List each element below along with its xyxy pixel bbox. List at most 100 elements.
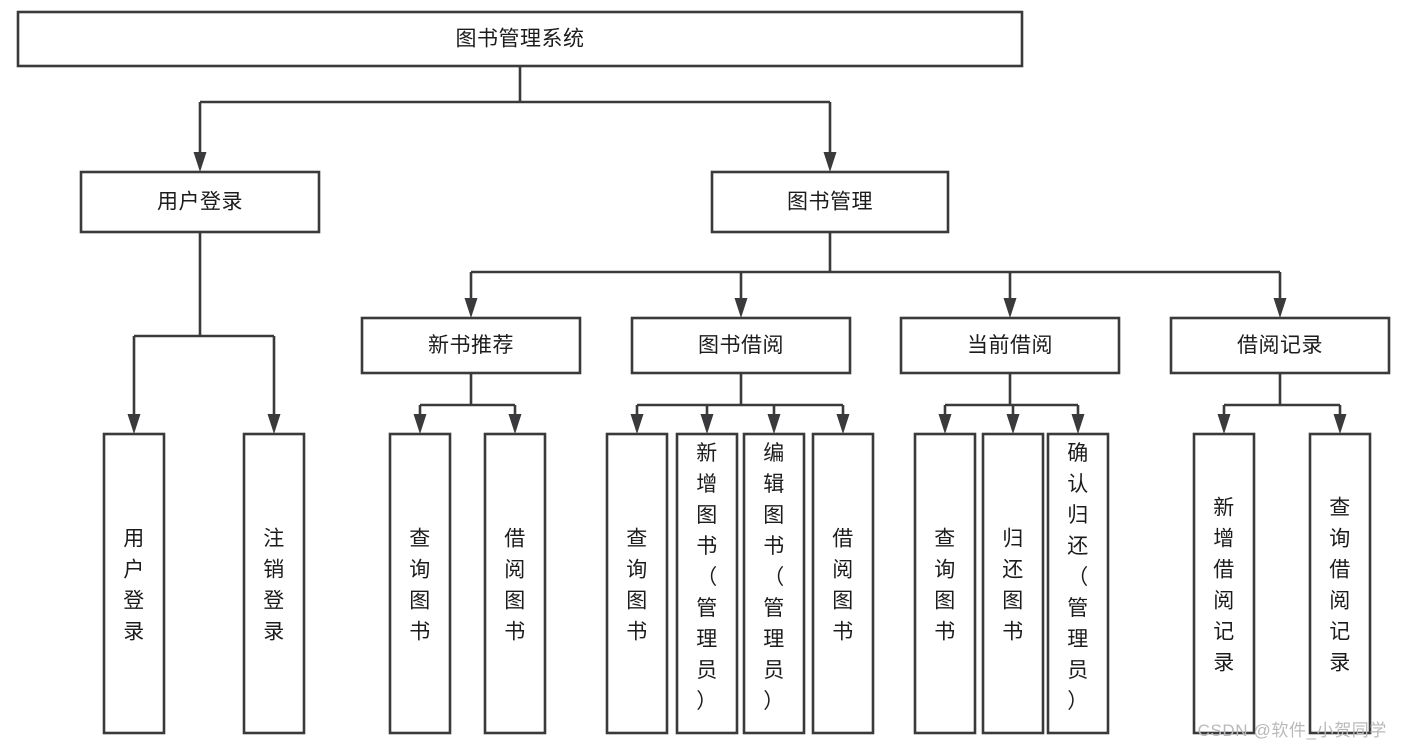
- node-box[interactable]: [630, 316, 852, 375]
- node-label-char: 书: [409, 621, 431, 644]
- node-label-char: 员: [696, 659, 718, 682]
- node-layer: 图书管理系统用户登录图书管理新书推荐图书借阅当前借阅借阅记录用户登录用户登录注销…: [16, 10, 1391, 735]
- leaf-node-leaf-borrow-book-recommend[interactable]: 借阅图书借阅图书: [483, 432, 547, 735]
- connector-layer: [127, 66, 1347, 434]
- node-box[interactable]: [102, 432, 166, 735]
- node-label-char: 阅: [1329, 590, 1351, 613]
- node-label-char: 用: [123, 528, 145, 551]
- connector-arrowhead: [700, 414, 714, 434]
- leaf-node-leaf-query-book-borrow[interactable]: 查询图书查询图书: [605, 432, 669, 735]
- node-box[interactable]: [1192, 432, 1256, 735]
- node-label-char: 书: [696, 535, 718, 558]
- leaf-node-leaf-logout[interactable]: 注销登录注销登录: [242, 432, 306, 735]
- node-box[interactable]: [483, 432, 547, 735]
- connector-new-book-recommend: [413, 373, 522, 434]
- node-label-char: 阅: [1213, 590, 1235, 613]
- node-label-char: 书: [626, 621, 648, 644]
- connector-book-manage: [464, 232, 1287, 318]
- node-label-char: 图: [832, 590, 854, 613]
- leaf-node-leaf-add-borrow-record[interactable]: 新增借阅记录新增借阅记录: [1192, 432, 1256, 735]
- level3-node-book-borrow[interactable]: 图书借阅: [630, 316, 852, 375]
- level3-node-current-borrow[interactable]: 当前借阅: [899, 316, 1121, 375]
- connector-arrowhead: [1333, 414, 1347, 434]
- node-label-char: 书: [934, 621, 956, 644]
- node-box[interactable]: [981, 432, 1045, 735]
- root-node-root[interactable]: 图书管理系统: [16, 10, 1024, 68]
- node-label-char: 录: [123, 621, 145, 644]
- node-label-char: 询: [934, 559, 956, 582]
- node-label-char: 借: [1329, 559, 1351, 582]
- connector-arrowhead: [1217, 414, 1231, 434]
- node-label-char: 辑: [763, 473, 785, 496]
- node-box[interactable]: [605, 432, 669, 735]
- leaf-node-leaf-query-book-recommend[interactable]: 查询图书查询图书: [388, 432, 452, 735]
- node-label-char: 图: [934, 590, 956, 613]
- connector-root: [193, 66, 837, 172]
- node-label-char: 录: [1213, 652, 1235, 675]
- node-label-char: ）: [696, 690, 718, 713]
- connector-arrowhead: [508, 414, 522, 434]
- node-label-char: 阅: [504, 559, 526, 582]
- level2-node-book-manage[interactable]: 图书管理: [710, 170, 950, 234]
- node-box[interactable]: [16, 10, 1024, 68]
- level3-node-borrow-record[interactable]: 借阅记录: [1169, 316, 1391, 375]
- node-label: 用户登录: [157, 191, 243, 214]
- node-label-char: 理: [763, 628, 785, 651]
- node-label-char: 查: [626, 528, 648, 551]
- leaf-node-leaf-return-book[interactable]: 归还图书归还图书: [981, 432, 1045, 735]
- leaf-node-leaf-borrow-book[interactable]: 借阅图书借阅图书: [811, 432, 875, 735]
- leaf-node-leaf-query-borrow-record[interactable]: 查询借阅记录查询借阅记录: [1308, 432, 1372, 735]
- node-label-char: 图: [696, 504, 718, 527]
- node-box[interactable]: [1169, 316, 1391, 375]
- node-label-char: 员: [763, 659, 785, 682]
- node-label-char: 注: [263, 528, 285, 551]
- node-box[interactable]: [1046, 432, 1110, 735]
- node-label-char: 记: [1329, 621, 1351, 644]
- node-box[interactable]: [675, 432, 739, 735]
- leaf-node-leaf-user-login[interactable]: 用户登录用户登录: [102, 432, 166, 735]
- node-label-char: 销: [263, 559, 285, 582]
- connector-user-login: [127, 232, 281, 434]
- node-label-char: 借: [832, 528, 854, 551]
- node-box[interactable]: [79, 170, 321, 234]
- node-label: 图书管理系统: [456, 28, 585, 51]
- node-label-char: 查: [934, 528, 956, 551]
- node-label-char: 借: [1213, 559, 1235, 582]
- node-label-char: 管: [1067, 597, 1089, 620]
- node-box[interactable]: [899, 316, 1121, 375]
- node-box[interactable]: [388, 432, 452, 735]
- node-label-char: 询: [626, 559, 648, 582]
- node-label-char: 记: [1213, 621, 1235, 644]
- connector-arrowhead: [630, 414, 644, 434]
- level3-node-new-book-recommend[interactable]: 新书推荐: [360, 316, 582, 375]
- connector-arrowhead: [127, 414, 141, 434]
- connector-arrowhead: [413, 414, 427, 434]
- connector-current-borrow: [938, 373, 1085, 434]
- node-label-char: 查: [1329, 497, 1351, 520]
- node-label-char: 新: [1213, 497, 1235, 520]
- connector-arrowhead: [1003, 298, 1017, 318]
- node-label: 图书管理: [787, 191, 873, 214]
- node-box[interactable]: [742, 432, 806, 735]
- node-label-char: 登: [263, 590, 285, 613]
- node-box[interactable]: [1308, 432, 1372, 735]
- node-box[interactable]: [242, 432, 306, 735]
- node-box[interactable]: [710, 170, 950, 234]
- level2-node-user-login[interactable]: 用户登录: [79, 170, 321, 234]
- node-box[interactable]: [913, 432, 977, 735]
- node-label-char: 归: [1002, 528, 1024, 551]
- node-box[interactable]: [811, 432, 875, 735]
- leaf-node-leaf-query-book-current[interactable]: 查询图书查询图书: [913, 432, 977, 735]
- node-label-char: （: [763, 566, 785, 589]
- node-label-char: 管: [696, 597, 718, 620]
- node-box[interactable]: [360, 316, 582, 375]
- connector-book-borrow: [630, 373, 850, 434]
- node-label: 图书借阅: [698, 334, 784, 357]
- node-label-char: 员: [1067, 659, 1089, 682]
- node-label-char: 新: [696, 442, 718, 465]
